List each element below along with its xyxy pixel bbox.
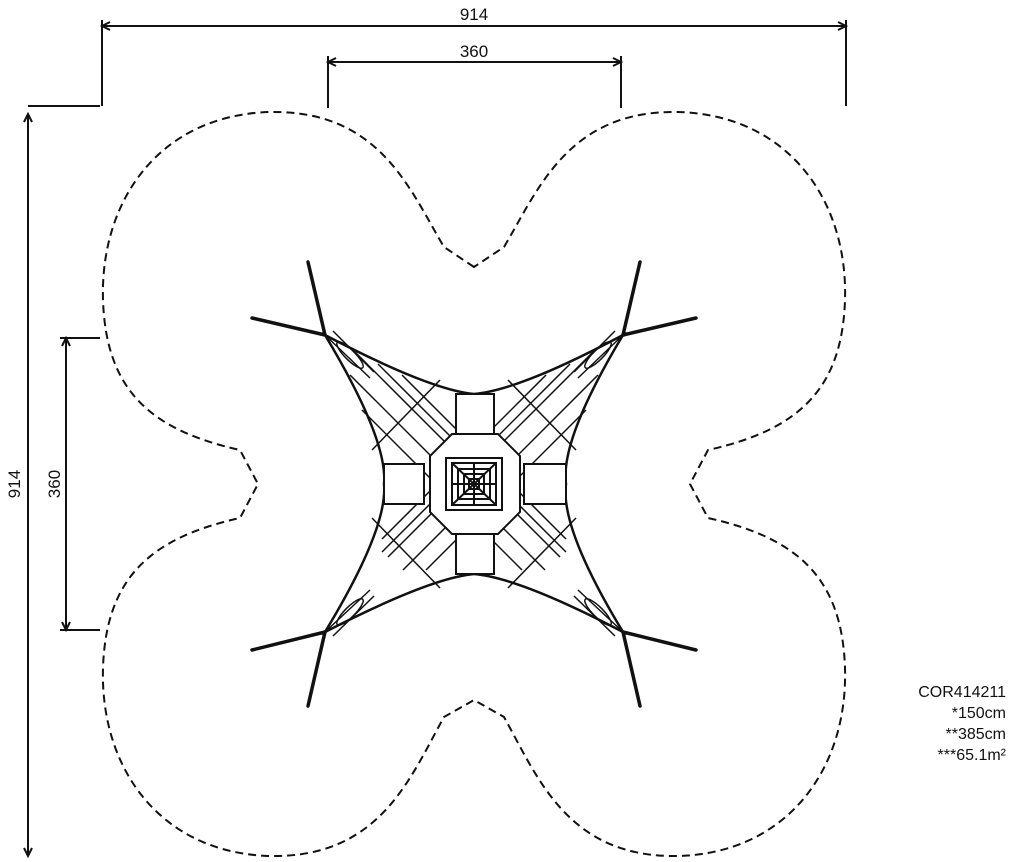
max-height: **385cm [945, 726, 1006, 743]
corner-posts [250, 260, 698, 708]
fall-height: *150cm [951, 705, 1006, 722]
product-code: COR414211 [918, 684, 1006, 701]
net-outline [321, 331, 627, 636]
central-web [445, 457, 503, 511]
dimension-overall-height [23, 111, 33, 859]
dimension-label-overall-width: 914 [460, 5, 488, 24]
dimension-label-inner-height: 360 [45, 470, 64, 498]
safety-zone-outline [101, 110, 847, 858]
dimension-label-inner-width: 360 [460, 42, 488, 61]
climbing-net-structure [250, 260, 698, 708]
dimension-label-overall-height: 914 [5, 470, 24, 498]
dimension-inner-height [60, 335, 100, 633]
dimension-overall-width [28, 20, 849, 107]
safety-area: ***65.1m² [937, 747, 1006, 764]
product-info-block: COR414211 *150cm **385cm ***65.1m² [918, 682, 1006, 766]
dimension-inner-width [325, 56, 624, 108]
